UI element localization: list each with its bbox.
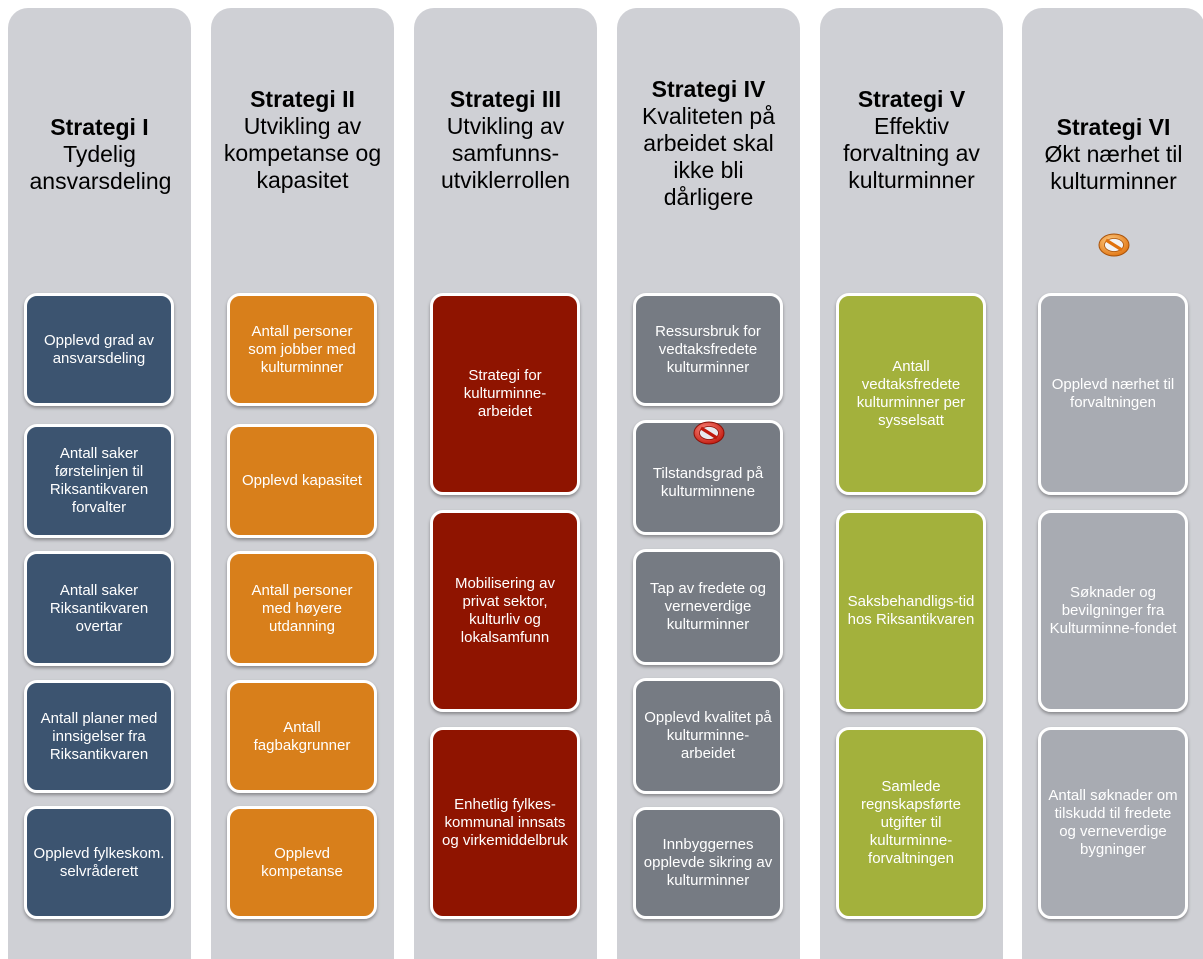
- indicator-box: Samlede regnskapsførte utgifter til kult…: [836, 727, 986, 919]
- indicator-box: Tap av fredete og verneverdige kulturmin…: [633, 549, 783, 665]
- indicator-box: Antall saker Riksantikvaren overtar: [24, 551, 174, 666]
- orange-prohibited-icon: [1097, 232, 1131, 257]
- column-title: Strategi I Tydelig ansvarsdeling: [8, 114, 191, 195]
- column-strategi-iii: Strategi III Utvikling av samfunns-utvik…: [414, 8, 597, 959]
- column-title: Strategi IV Kvaliteten på arbeidet skal …: [617, 76, 800, 211]
- indicator-box: Opplevd kapasitet: [227, 424, 377, 538]
- indicator-box: Enhetlig fylkes-kommunal innsats og virk…: [430, 727, 580, 919]
- indicator-box: Antall personer med høyere utdanning: [227, 551, 377, 666]
- strategy-label: Strategi II: [250, 86, 355, 112]
- column-strategi-vi: Strategi VI Økt nærhet til kulturminner …: [1022, 8, 1203, 959]
- indicator-box: Mobilisering av privat sektor, kulturliv…: [430, 510, 580, 712]
- indicator-box: Opplevd kompetanse: [227, 806, 377, 919]
- column-title: Strategi II Utvikling av kompetanse og k…: [211, 86, 394, 194]
- indicator-box: Saksbehandligs-tid hos Riksantikvaren: [836, 510, 986, 712]
- column-strategi-iv: Strategi IV Kvaliteten på arbeidet skal …: [617, 8, 800, 959]
- red-prohibited-icon: [692, 420, 726, 445]
- strategy-subtitle: Utvikling av kompetanse og kapasitet: [223, 113, 382, 193]
- indicator-box: Opplevd fylkeskom. selvråderett: [24, 806, 174, 919]
- column-title: Strategi VI Økt nærhet til kulturminner: [1022, 114, 1203, 195]
- indicator-box: Strategi for kulturminne-arbeidet: [430, 293, 580, 495]
- column-strategi-ii: Strategi II Utvikling av kompetanse og k…: [211, 8, 394, 959]
- indicator-box: Antall personer som jobber med kulturmin…: [227, 293, 377, 406]
- indicator-box: Antall saker førstelinjen til Riksantikv…: [24, 424, 174, 538]
- indicator-box: Opplevd kvalitet på kulturminne-arbeidet: [633, 678, 783, 794]
- strategy-subtitle: Effektiv forvaltning av kulturminner: [843, 113, 980, 193]
- column-strategi-v: Strategi V Effektiv forvaltning av kultu…: [820, 8, 1003, 959]
- indicator-box: Opplevd grad av ansvarsdeling: [24, 293, 174, 406]
- indicator-box: Innbyggernes opplevde sikring av kulturm…: [633, 807, 783, 919]
- indicator-box: Søknader og bevilgninger fra Kulturminne…: [1038, 510, 1188, 712]
- indicator-box: Antall fagbakgrunner: [227, 680, 377, 793]
- strategy-label: Strategi III: [449, 86, 562, 112]
- indicator-box: Ressursbruk for vedtaksfredete kulturmin…: [633, 293, 783, 406]
- strategy-label: Strategi IV: [651, 76, 766, 102]
- column-strategi-i: Strategi I Tydelig ansvarsdeling Opplevd…: [8, 8, 191, 959]
- strategy-subtitle: Økt nærhet til kulturminner: [1044, 141, 1183, 194]
- strategy-label: Strategi I: [50, 114, 149, 140]
- indicator-box: Antall planer med innsigelser fra Riksan…: [24, 680, 174, 793]
- column-title: Strategi V Effektiv forvaltning av kultu…: [820, 86, 1003, 194]
- strategy-label: Strategi VI: [1056, 114, 1171, 140]
- strategy-label: Strategi V: [857, 86, 966, 112]
- strategy-subtitle: Utvikling av samfunns-utviklerrollen: [440, 113, 571, 193]
- indicator-box: Antall vedtaksfredete kulturminner per s…: [836, 293, 986, 495]
- strategy-subtitle: Tydelig ansvarsdeling: [29, 141, 172, 194]
- strategy-subtitle: Kvaliteten på arbeidet skal ikke bli dår…: [642, 103, 775, 210]
- column-title: Strategi III Utvikling av samfunns-utvik…: [414, 86, 597, 194]
- indicator-box: Antall søknader om tilskudd til fredete …: [1038, 727, 1188, 919]
- indicator-box: Opplevd nærhet til forvaltningen: [1038, 293, 1188, 495]
